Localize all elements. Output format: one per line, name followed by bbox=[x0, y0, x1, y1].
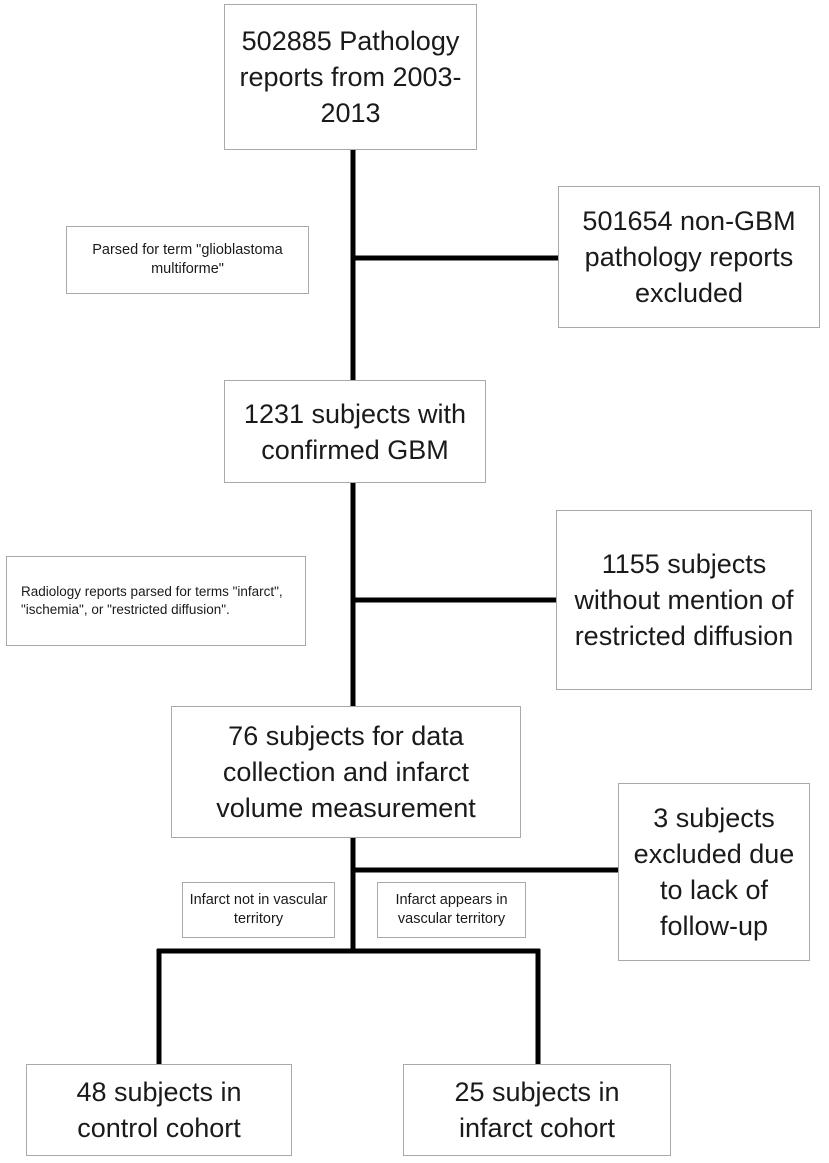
box-infarct-cohort-text: 25 subjects in infarct cohort bbox=[454, 1077, 620, 1143]
note-vascular-text: Infarct appears in vascular territory bbox=[395, 892, 508, 927]
box-confirmed-gbm-text: 1231 subjects with confirmed GBM bbox=[243, 398, 467, 465]
box-control-cohort-text: 48 subjects in control cohort bbox=[76, 1077, 242, 1143]
box-data-collection-text: 76 subjects for data collection and infa… bbox=[216, 721, 476, 823]
box-confirmed-gbm: 1231 subjects with confirmed GBM bbox=[224, 380, 486, 483]
note-parsed-term: Parsed for term "glioblastoma multiforme… bbox=[66, 226, 309, 294]
box-no-restricted-diffusion-text: 1155 subjects without mention of restric… bbox=[574, 549, 794, 651]
note-not-vascular-text: Infarct not in vascular territory bbox=[189, 892, 328, 927]
note-radiology-parse-text: Radiology reports parsed for terms "infa… bbox=[21, 584, 283, 617]
note-vascular: Infarct appears in vascular territory bbox=[377, 882, 526, 938]
note-radiology-parse: Radiology reports parsed for terms "infa… bbox=[6, 556, 306, 646]
box-control-cohort: 48 subjects in control cohort bbox=[26, 1064, 292, 1156]
box-lost-followup: 3 subjects excluded due to lack of follo… bbox=[618, 783, 810, 961]
note-parsed-term-text: Parsed for term "glioblastoma multiforme… bbox=[92, 242, 283, 277]
box-pathology-reports-text: 502885 Pathology reports from 2003-2013 bbox=[239, 26, 462, 128]
note-not-vascular: Infarct not in vascular territory bbox=[182, 882, 335, 938]
box-pathology-reports: 502885 Pathology reports from 2003-2013 bbox=[224, 4, 477, 150]
box-infarct-cohort: 25 subjects in infarct cohort bbox=[403, 1064, 671, 1156]
box-non-gbm-excluded-text: 501654 non-GBM pathology reports exclude… bbox=[582, 206, 796, 308]
box-non-gbm-excluded: 501654 non-GBM pathology reports exclude… bbox=[558, 186, 820, 328]
box-data-collection: 76 subjects for data collection and infa… bbox=[171, 706, 521, 838]
box-lost-followup-text: 3 subjects excluded due to lack of follo… bbox=[633, 803, 795, 941]
box-no-restricted-diffusion: 1155 subjects without mention of restric… bbox=[556, 510, 812, 690]
